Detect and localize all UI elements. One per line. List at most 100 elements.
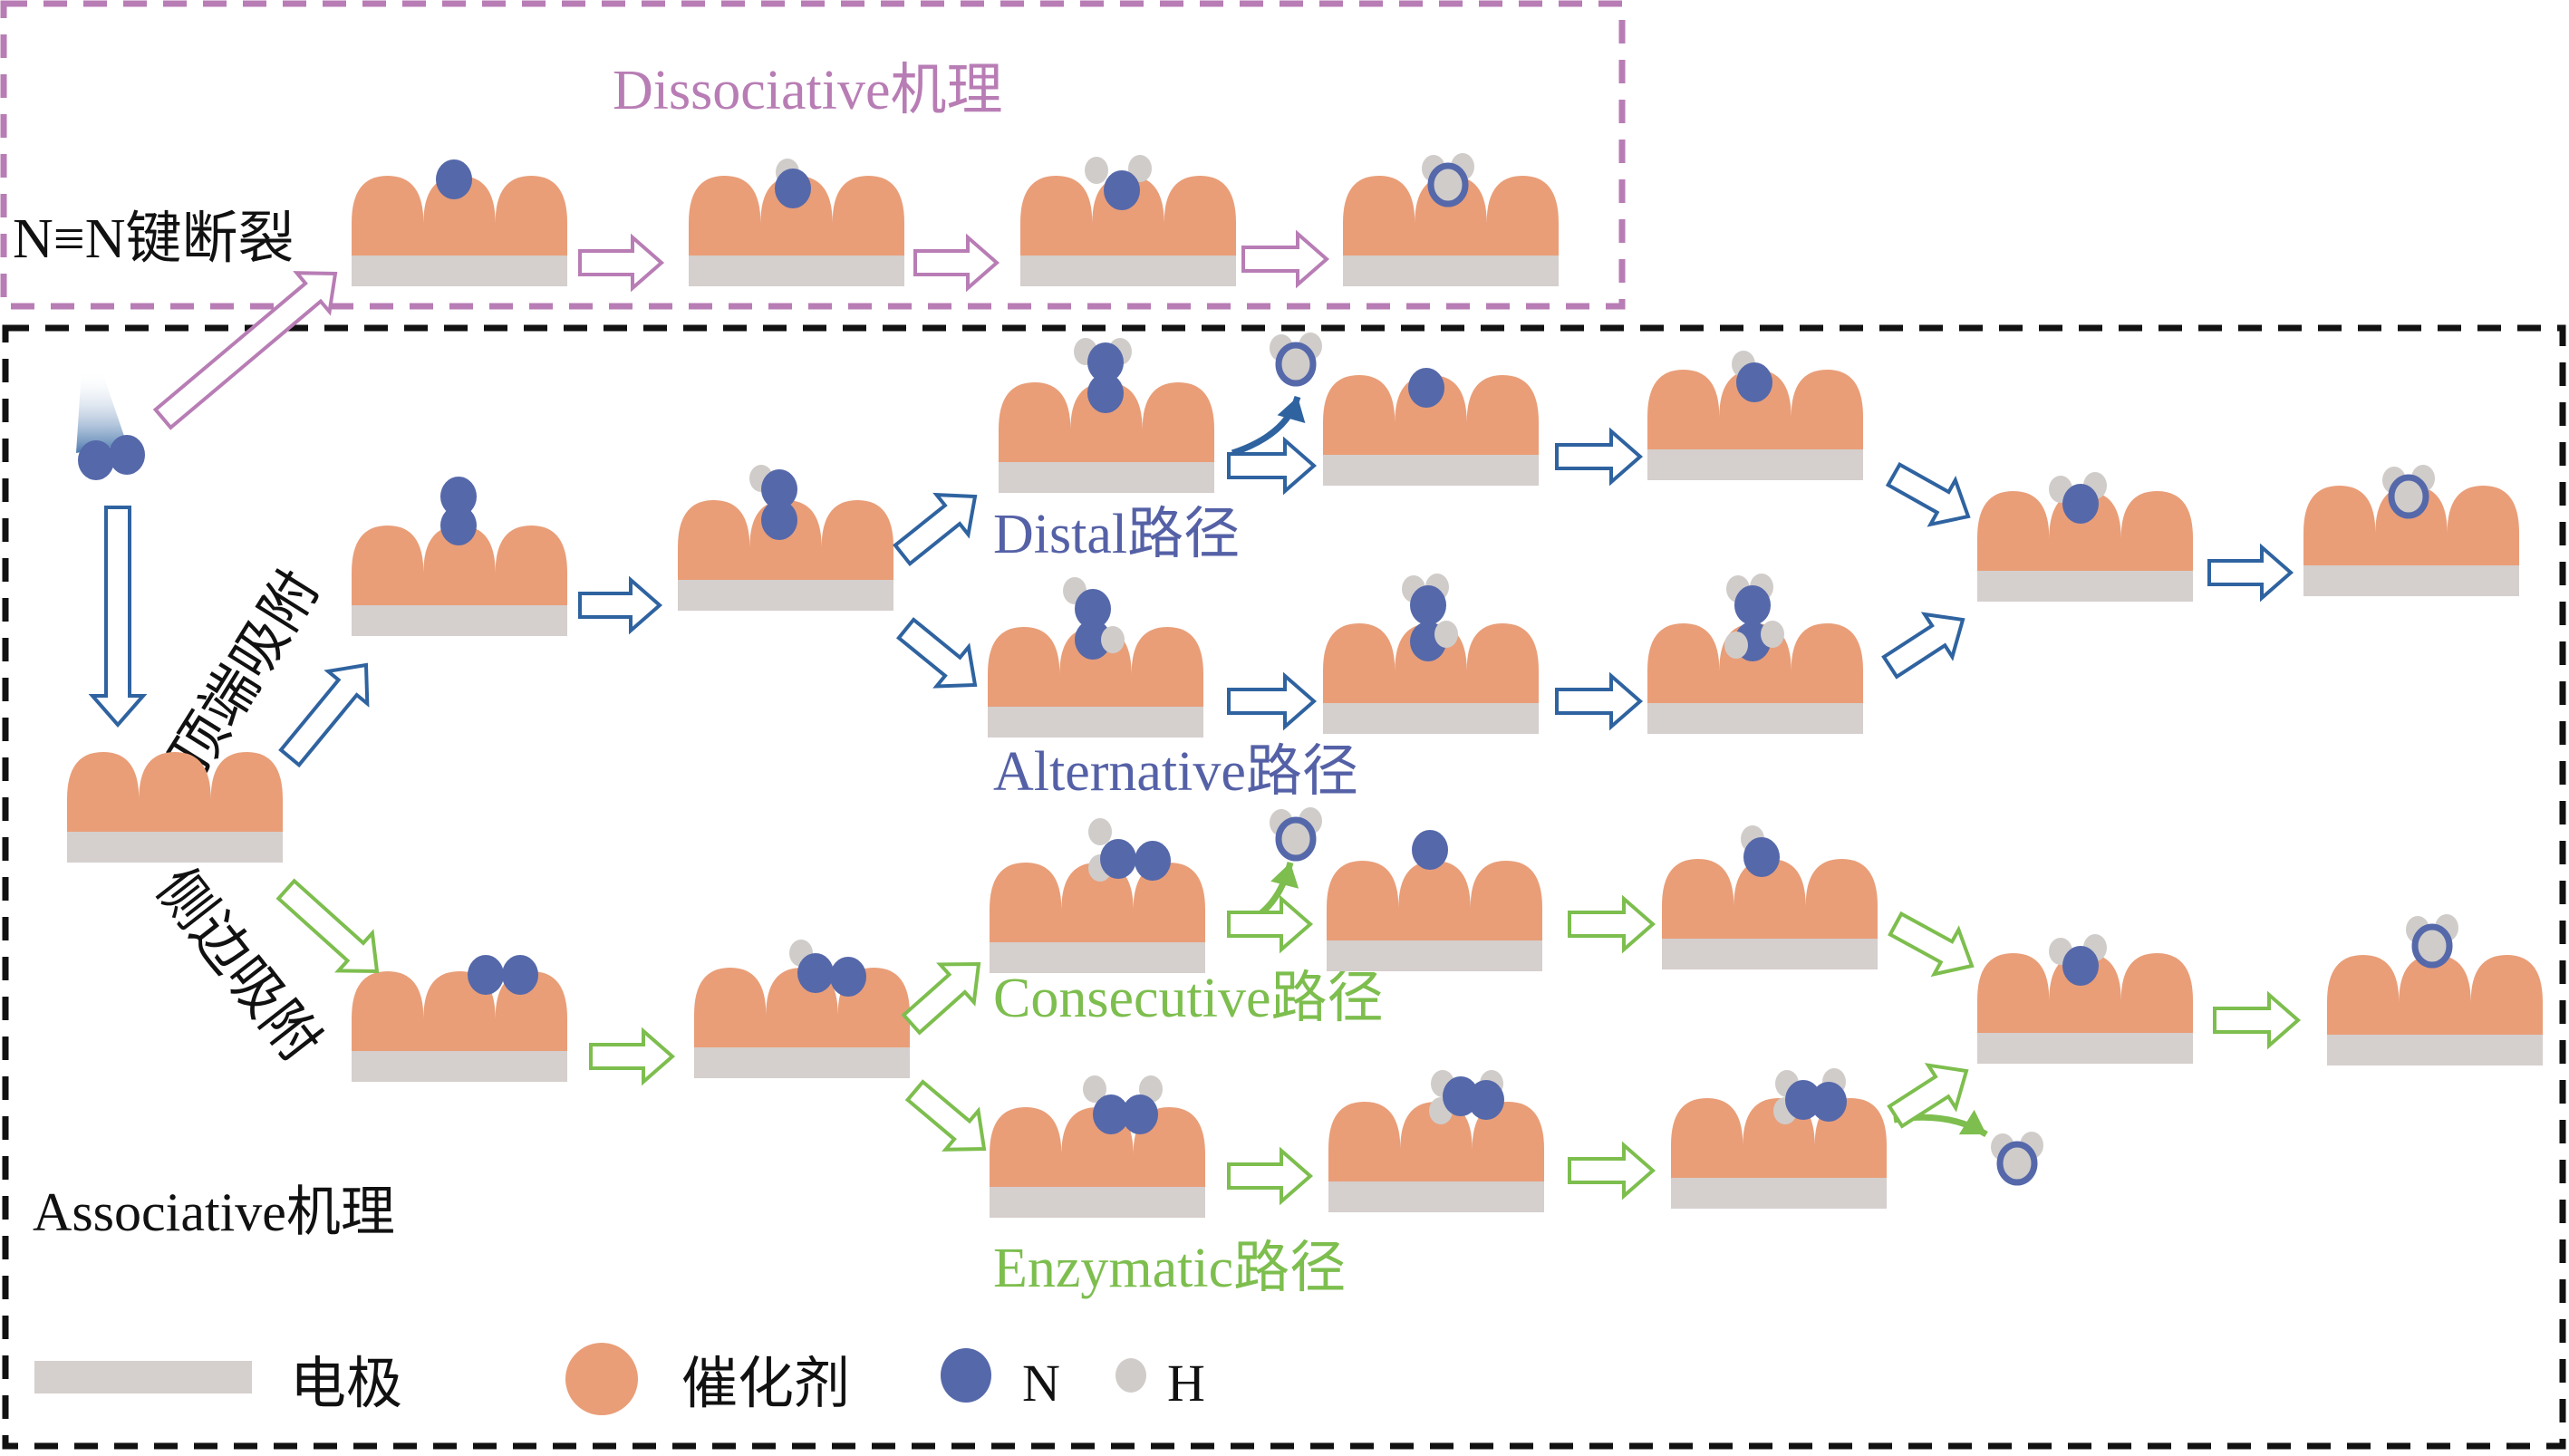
side-on-nh3-step <box>2327 955 2543 1065</box>
nitrogen-atom <box>761 469 797 509</box>
legend-hydrogen-label: H <box>1167 1354 1205 1413</box>
nitrogen-atom <box>775 169 811 208</box>
nitrogen-atom-ring <box>1996 1141 2038 1186</box>
nitrogen-atom-ring <box>2388 474 2429 519</box>
electrode-layer <box>694 1047 910 1078</box>
alternative-branch-arrow <box>895 617 978 689</box>
electrode-layer <box>678 580 893 611</box>
enzymatic-step-2 <box>1328 1102 1544 1212</box>
enzymatic-label: Enzymatic路径 <box>993 1238 1346 1299</box>
ammonia-molecule <box>1991 1132 2043 1186</box>
end-on-arrow <box>278 662 370 768</box>
reaction-arrow <box>578 575 663 635</box>
catalyst-layer <box>2327 955 2543 1035</box>
distal-step-2 <box>1323 375 1539 486</box>
merge-arrow <box>1888 911 1975 978</box>
electrode-layer <box>2303 565 2519 596</box>
hydrogen-atom <box>1434 621 1458 648</box>
catalyst-layer <box>1323 375 1539 455</box>
nitrogen-atom-ring <box>1275 342 1317 387</box>
ammonia-molecule <box>1270 333 1322 387</box>
substrates-layer <box>67 176 2543 1218</box>
electrode-layer <box>1327 940 1542 971</box>
reaction-arrow <box>1227 894 1314 954</box>
legend-nitrogen-swatch <box>941 1348 991 1403</box>
nitrogen-atom <box>1468 1080 1504 1120</box>
hydrogen-atom <box>1085 157 1108 184</box>
adsorption-arrow <box>88 506 148 728</box>
legend-catalyst-label: 催化剂 <box>681 1354 850 1415</box>
hydrogen-atom <box>1128 155 1152 182</box>
reaction-arrow <box>2213 990 2302 1050</box>
side-on-arrow <box>275 878 380 974</box>
catalyst-layer <box>999 382 1214 462</box>
reaction-arrow <box>1227 436 1318 496</box>
nitrogen-atom <box>1087 373 1124 413</box>
nitrogen-atom <box>1412 830 1448 870</box>
legend-catalyst-swatch <box>565 1343 638 1415</box>
bond-break-label: N≡N键断裂 <box>13 208 295 270</box>
catalyst-layer <box>689 176 904 256</box>
catalyst-layer <box>1647 623 1863 703</box>
nitrogen-atom <box>1100 839 1136 879</box>
merge-arrow <box>1887 1063 1969 1129</box>
electrode-layer <box>990 942 1205 973</box>
enzymatic-branch-arrow <box>904 1079 987 1152</box>
hydrogen-atom <box>1083 1075 1106 1103</box>
catalyst-layer <box>1020 176 1236 256</box>
nitrogen-atom-ring <box>2411 923 2453 969</box>
alternative-label: Alternative路径 <box>993 741 1358 803</box>
legend-nitrogen-label: N <box>1022 1354 1060 1413</box>
nitrogen-atom <box>1743 837 1780 877</box>
distal-step-3 <box>1647 370 1863 480</box>
dissociative-title: Dissociative机理 <box>613 60 1003 121</box>
associative-title: Associative机理 <box>33 1182 395 1242</box>
consecutive-step-2 <box>1327 861 1542 971</box>
dissociative-step-1 <box>352 176 567 286</box>
consecutive-branch-arrow <box>901 961 981 1036</box>
catalyst-layer <box>1328 1102 1544 1181</box>
legend-electrode-label: 电极 <box>290 1354 402 1415</box>
merge-arrow <box>1885 461 1971 527</box>
electrode-layer <box>689 256 904 286</box>
dissociative-arrow <box>913 233 1000 293</box>
catalyst-layer <box>1647 370 1863 449</box>
ammonia-molecule <box>1270 807 1322 862</box>
catalyst-layer <box>352 176 567 256</box>
nitrogen-atom <box>78 440 114 480</box>
dissociative-arrow <box>1241 229 1330 289</box>
dissociative-arrow <box>578 233 665 293</box>
electrode-layer <box>1020 256 1236 286</box>
electrode-layer <box>352 605 567 636</box>
bond-break-arrow <box>152 271 338 430</box>
reaction-arrow <box>589 1027 676 1086</box>
distal-branch-arrow <box>893 492 978 567</box>
dissociative-step-2 <box>689 176 904 286</box>
electrode-layer <box>1323 455 1539 486</box>
catalyst-layer <box>2303 486 2519 565</box>
nitrogen-atom <box>1410 585 1446 625</box>
nitrogen-atom <box>1811 1082 1847 1122</box>
end-on-nh3-step <box>2303 486 2519 596</box>
molecules-layer <box>76 153 2458 1186</box>
catalyst-layer <box>678 500 893 580</box>
hydrogen-atom <box>1088 818 1112 845</box>
catalyst-layer <box>1323 623 1539 703</box>
nitrogen-atom <box>761 500 797 540</box>
dissociative-step-3 <box>1020 176 1236 286</box>
ammonia-molecule <box>2406 914 2458 969</box>
alternative-step-2 <box>1323 623 1539 734</box>
electrode-layer <box>1977 571 2193 602</box>
catalyst-layer <box>988 627 1203 707</box>
nitrogen-atom <box>1736 362 1772 402</box>
nitrogen-atom <box>1408 368 1444 408</box>
reaction-arrow <box>1568 894 1656 954</box>
dissociative-box <box>0 0 1626 310</box>
reaction-arrow <box>1227 1146 1314 1206</box>
ammonia-molecule <box>2382 465 2435 519</box>
electrode-layer <box>352 256 567 286</box>
release-arrow-head <box>1277 397 1306 424</box>
electrode-layer <box>1323 703 1539 734</box>
nitrogen-atom <box>797 953 834 993</box>
